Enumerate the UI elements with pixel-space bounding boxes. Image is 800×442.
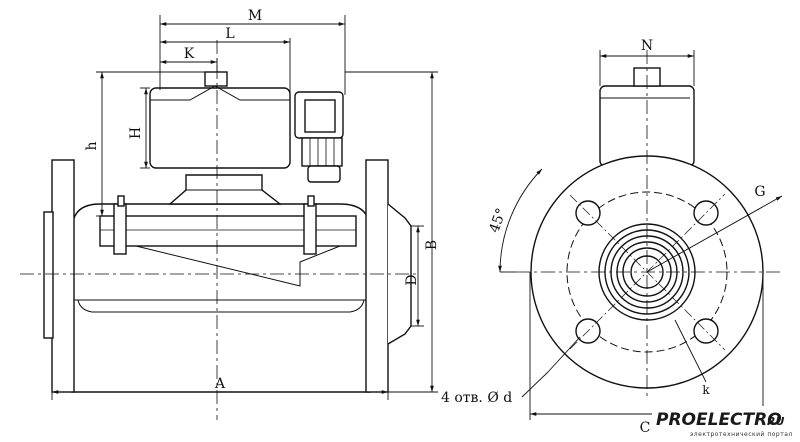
side-view <box>516 50 780 400</box>
front-dimension-lines <box>51 15 438 400</box>
dim-label-k: k <box>702 383 710 397</box>
right-flange <box>365 159 389 393</box>
dim-label-A: A <box>214 376 226 392</box>
dim-label-N: N <box>641 38 653 54</box>
bonnet-plate <box>99 215 357 247</box>
side-dimension-lines <box>498 50 783 420</box>
logo-main-text: PROELECTRO <box>656 410 782 430</box>
dim-label-G: G <box>754 184 765 200</box>
dim-label-C: C <box>640 420 651 436</box>
dim-label-L: L <box>225 26 234 42</box>
dim-label-K: K <box>184 46 195 62</box>
dim-label-h: h <box>84 141 100 150</box>
dim-label-H: H <box>128 127 144 139</box>
front-view <box>20 40 418 420</box>
dim-label-M: M <box>248 8 262 24</box>
left-flange <box>51 159 75 393</box>
dim-label-D: D <box>404 274 420 285</box>
dim-label-B: B <box>424 240 440 250</box>
logo-tagline: электротехнический портал <box>690 431 793 438</box>
solenoid-coil <box>149 87 291 169</box>
proelectro-logo: PROELECTRO RU электротехнический портал <box>652 406 798 440</box>
angle-label: 45° <box>486 206 510 235</box>
logo-suffix-text: RU <box>767 415 784 428</box>
holes-label: 4 отв. Ø d <box>441 390 512 406</box>
